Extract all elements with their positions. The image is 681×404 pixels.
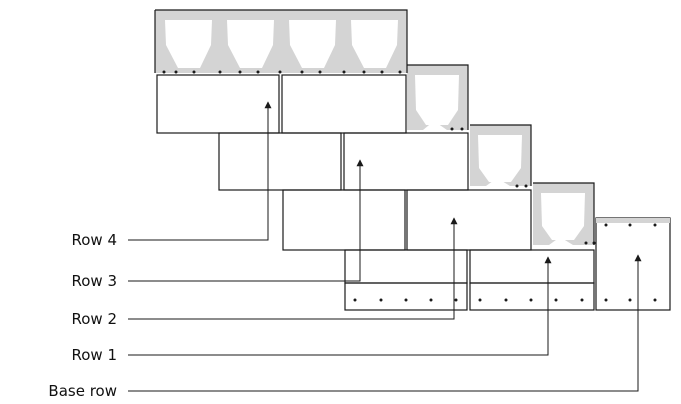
row1-block-2 (469, 249, 595, 284)
label-row-2: Row 2 (71, 310, 117, 328)
row-2-cap (470, 124, 532, 188)
base-row-dots (353, 223, 657, 302)
base-top-band (596, 218, 670, 223)
row-4-blocks (156, 74, 407, 134)
row3-leader (128, 159, 364, 282)
row1-leader (128, 256, 552, 356)
row2-block-1 (282, 189, 406, 251)
row-1-cap (533, 182, 596, 245)
row3-block-2 (343, 132, 469, 191)
row2-leader (128, 217, 458, 320)
row4-block-2 (281, 74, 407, 134)
label-row-4: Row 4 (71, 231, 117, 249)
row3-block-1 (218, 132, 342, 191)
row4-block-1 (156, 74, 280, 134)
base-block-1 (344, 282, 468, 311)
base-row-blocks (344, 217, 671, 311)
label-row-1: Row 1 (71, 346, 117, 364)
row-4-cap (154, 9, 408, 74)
base-leader (128, 254, 642, 392)
row-labels: Row 4 Row 3 Row 2 Row 1 Base row (48, 231, 117, 400)
row4-leader (128, 101, 272, 241)
label-base-row: Base row (48, 382, 117, 400)
row-2-blocks (282, 189, 532, 251)
row1-block-1 (344, 249, 468, 284)
label-row-3: Row 3 (71, 272, 117, 290)
leader-lines (128, 101, 642, 392)
row-3-blocks (218, 132, 469, 191)
row-1-blocks (344, 249, 595, 284)
row2-block-2 (406, 189, 532, 251)
base-block-3 (595, 217, 671, 311)
base-block-2 (469, 282, 595, 311)
row-3-cap (407, 64, 469, 131)
